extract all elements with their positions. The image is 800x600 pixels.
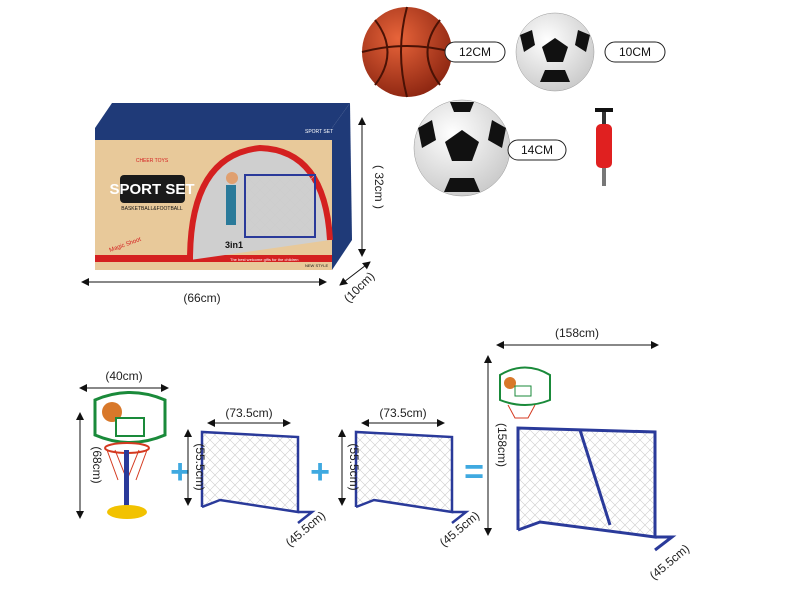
combined-set — [499, 366, 677, 552]
svg-text:(45.5cm): (45.5cm) — [283, 508, 328, 549]
size-pill-10cm: 10CM — [604, 41, 666, 63]
svg-text:14CM: 14CM — [521, 143, 553, 157]
svg-text:3in1: 3in1 — [225, 240, 243, 250]
soccer-goal-1 — [200, 430, 316, 524]
svg-text:(55.5cm): (55.5cm) — [347, 443, 361, 490]
box-height-label: ( 32cm ) — [372, 165, 386, 209]
svg-text:CHEER TOYS: CHEER TOYS — [136, 158, 169, 164]
svg-text:(73.5cm): (73.5cm) — [225, 406, 272, 420]
svg-text:10CM: 10CM — [619, 45, 651, 59]
size-pill-12cm: 12CM — [444, 41, 506, 63]
svg-text:(55.5cm): (55.5cm) — [193, 443, 207, 490]
svg-text:(45.5cm): (45.5cm) — [647, 541, 692, 582]
plus-icon: + — [170, 453, 190, 491]
basketball-hoop — [93, 391, 167, 519]
plus-icon: + — [310, 453, 330, 491]
size-label: 12CM — [459, 45, 491, 59]
pump-icon — [595, 108, 613, 186]
svg-text:(68cm): (68cm) — [90, 446, 104, 483]
svg-text:(45.5cm): (45.5cm) — [437, 508, 482, 549]
box-depth-label: (10cm) — [341, 269, 377, 305]
svg-text:SPORT SET: SPORT SET — [305, 129, 333, 135]
svg-text:NEW STYLE: NEW STYLE — [305, 263, 328, 268]
svg-text:(158cm): (158cm) — [495, 423, 509, 467]
equals-icon: = — [464, 453, 484, 491]
soccer-goal-2 — [354, 430, 470, 524]
svg-text:(40cm): (40cm) — [105, 369, 142, 383]
box-title: SPORT SET — [109, 181, 194, 198]
svg-text:The best welcome gifts for the: The best welcome gifts for the children — [230, 257, 298, 262]
product-box: CHEER TOYS SPORT SET BASKETBALL&FOOTBALL… — [95, 103, 352, 270]
size-pill-14cm: 14CM — [507, 139, 567, 161]
svg-text:BASKETBALL&FOOTBALL: BASKETBALL&FOOTBALL — [121, 206, 183, 212]
soccer-ball-small — [515, 12, 595, 92]
soccer-ball-large — [413, 99, 511, 197]
basketball — [361, 6, 453, 98]
svg-text:(73.5cm): (73.5cm) — [379, 406, 426, 420]
box-width-label: (66cm) — [183, 291, 220, 305]
svg-text:(158cm): (158cm) — [555, 326, 599, 340]
